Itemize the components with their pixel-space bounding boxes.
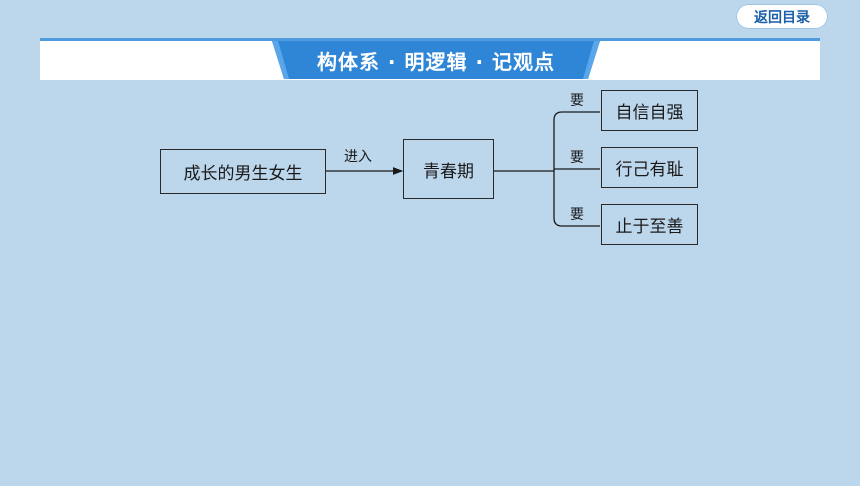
branch-edge-label-2: 要 xyxy=(570,150,584,166)
branch-edge-label-3: 要 xyxy=(570,207,584,223)
branch-node-1: 自信自强 xyxy=(601,90,698,131)
header-title-tab xyxy=(272,41,600,79)
branch-node-3: 止于至善 xyxy=(601,204,698,245)
branch-node-2: 行己有耻 xyxy=(601,147,698,188)
center-node: 青春期 xyxy=(403,139,494,199)
root-edge-label: 进入 xyxy=(344,149,372,165)
header-title: 构体系 · 明逻辑 · 记观点 xyxy=(316,49,556,74)
return-to-contents-button[interactable]: 返回目录 xyxy=(736,4,828,29)
root-node: 成长的男生女生 xyxy=(160,149,326,194)
branch-edge-label-1: 要 xyxy=(570,93,584,109)
header-banner-topline xyxy=(40,38,820,41)
